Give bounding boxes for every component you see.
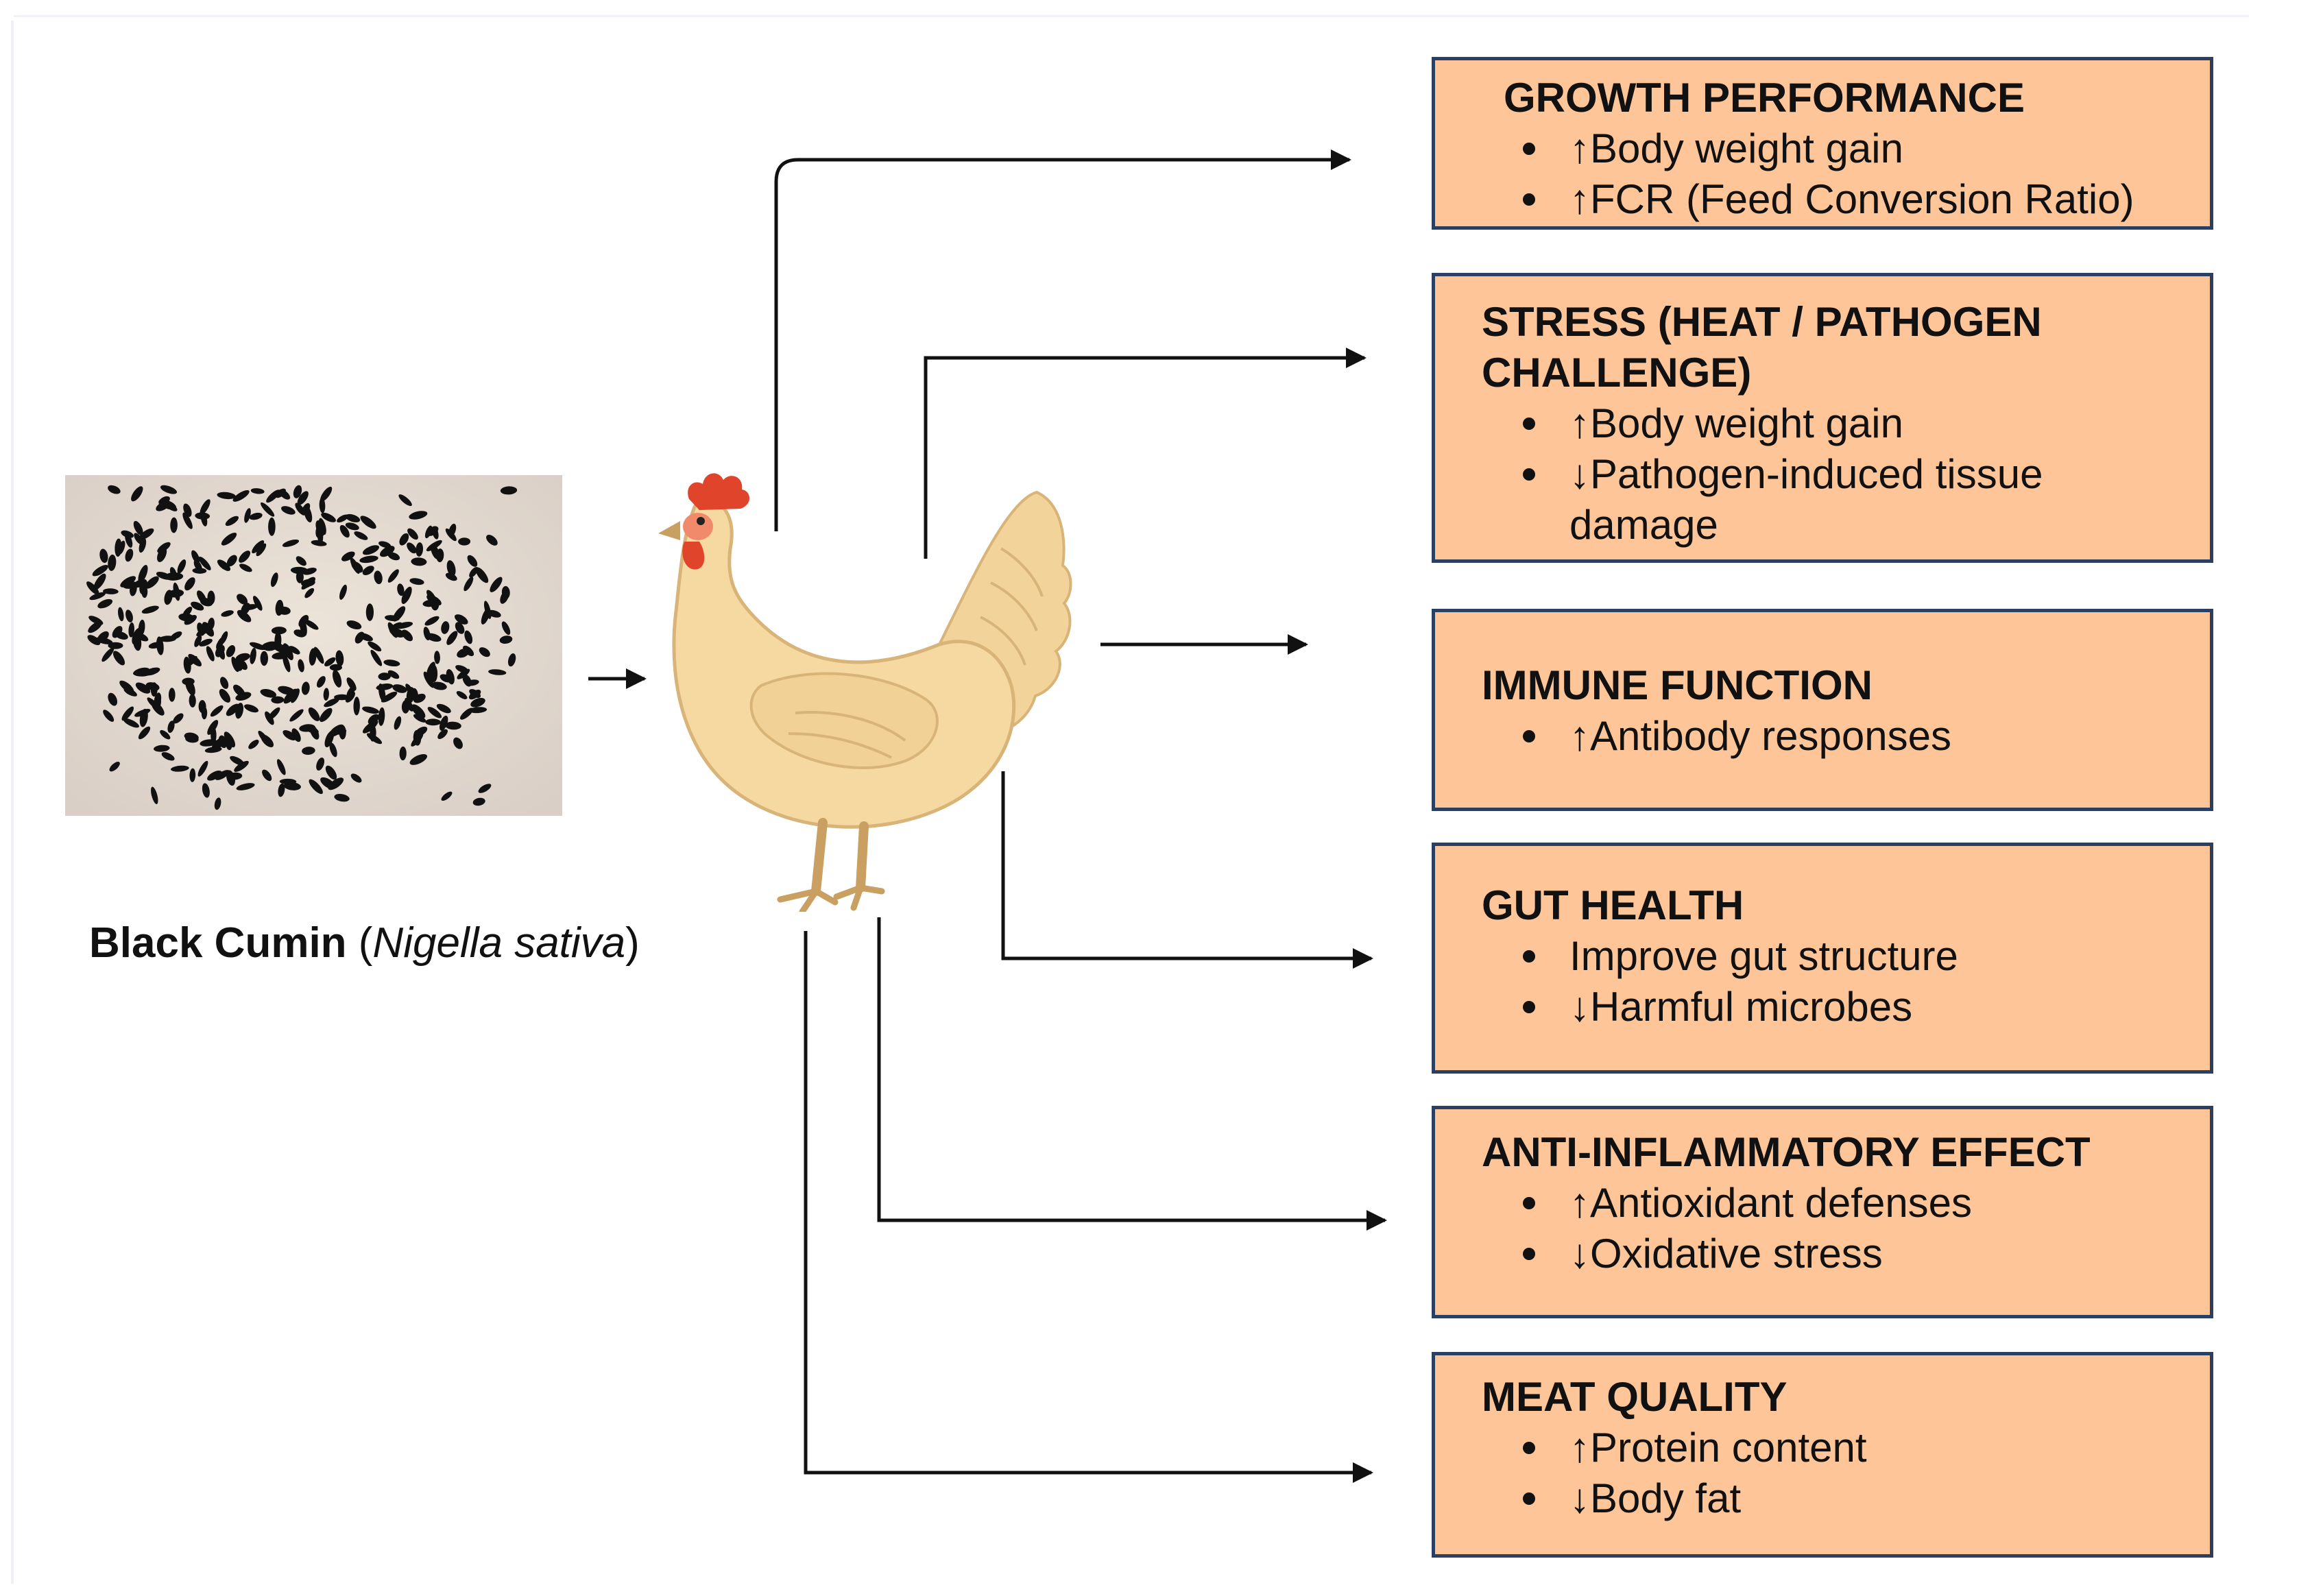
arrow-to-anti-inflammatory bbox=[879, 917, 1385, 1220]
bullet-icon bbox=[1523, 1492, 1535, 1505]
effect-title: GUT HEALTH bbox=[1482, 880, 2182, 931]
bullet-icon bbox=[1523, 1248, 1535, 1260]
effect-item: ↓Oxidative stress bbox=[1523, 1229, 2182, 1279]
effect-title: STRESS (HEAT / PATHOGEN CHALLENGE) bbox=[1482, 297, 2182, 398]
effect-box-growth-performance: GROWTH PERFORMANCE ↑Body weight gain ↑FC… bbox=[1432, 57, 2213, 230]
effect-item: Improve gut structure bbox=[1523, 931, 2182, 982]
bullet-icon bbox=[1523, 418, 1535, 430]
effect-item: ↑Body weight gain bbox=[1523, 398, 2182, 449]
effect-item: ↑Antibody responses bbox=[1523, 711, 2182, 762]
effect-item: ↑Body weight gain bbox=[1523, 123, 2182, 174]
bullet-icon bbox=[1523, 193, 1535, 206]
arrow-to-growth-performance bbox=[776, 160, 1349, 531]
effect-list: ↑Antibody responses bbox=[1482, 711, 2182, 762]
effect-item: ↑FCR (Feed Conversion Ratio) bbox=[1523, 174, 2182, 225]
arrow-to-gut-health bbox=[1003, 771, 1371, 958]
effect-item: ↓Body fat bbox=[1523, 1473, 2182, 1524]
bullet-icon bbox=[1523, 950, 1535, 963]
arrow-to-meat-quality bbox=[806, 931, 1371, 1473]
bullet-icon bbox=[1523, 1442, 1535, 1454]
bullet-icon bbox=[1523, 468, 1535, 481]
effect-item: ↓Pathogen-induced tissue damage bbox=[1523, 449, 2182, 551]
effect-title: ANTI-INFLAMMATORY EFFECT bbox=[1482, 1127, 2182, 1178]
effect-box-stress: STRESS (HEAT / PATHOGEN CHALLENGE) ↑Body… bbox=[1432, 273, 2213, 563]
effect-box-gut-health: GUT HEALTH Improve gut structure ↓Harmfu… bbox=[1432, 843, 2213, 1074]
effect-title: GROWTH PERFORMANCE bbox=[1482, 73, 2182, 123]
bullet-icon bbox=[1523, 143, 1535, 155]
effect-box-anti-inflammatory: ANTI-INFLAMMATORY EFFECT ↑Antioxidant de… bbox=[1432, 1106, 2213, 1318]
effect-list: ↑Protein content ↓Body fat bbox=[1482, 1423, 2182, 1524]
effect-box-meat-quality: MEAT QUALITY ↑Protein content ↓Body fat bbox=[1432, 1352, 2213, 1558]
effect-title: IMMUNE FUNCTION bbox=[1482, 660, 2182, 711]
effect-list: ↑Body weight gain ↓Pathogen-induced tiss… bbox=[1482, 398, 2182, 551]
effect-list: ↑Antioxidant defenses ↓Oxidative stress bbox=[1482, 1178, 2182, 1279]
bullet-icon bbox=[1523, 1197, 1535, 1209]
effect-title: MEAT QUALITY bbox=[1482, 1372, 2182, 1423]
effect-item: ↓Harmful microbes bbox=[1523, 982, 2182, 1032]
effect-list: ↑Body weight gain ↑FCR (Feed Conversion … bbox=[1482, 123, 2182, 225]
bullet-icon bbox=[1523, 730, 1535, 742]
effect-box-immune-function: IMMUNE FUNCTION ↑Antibody responses bbox=[1432, 609, 2213, 811]
effect-item: ↑Antioxidant defenses bbox=[1523, 1178, 2182, 1229]
effect-item: ↑Protein content bbox=[1523, 1423, 2182, 1473]
arrow-to-stress bbox=[926, 358, 1364, 559]
effect-list: Improve gut structure ↓Harmful microbes bbox=[1482, 931, 2182, 1032]
bullet-icon bbox=[1523, 1001, 1535, 1013]
